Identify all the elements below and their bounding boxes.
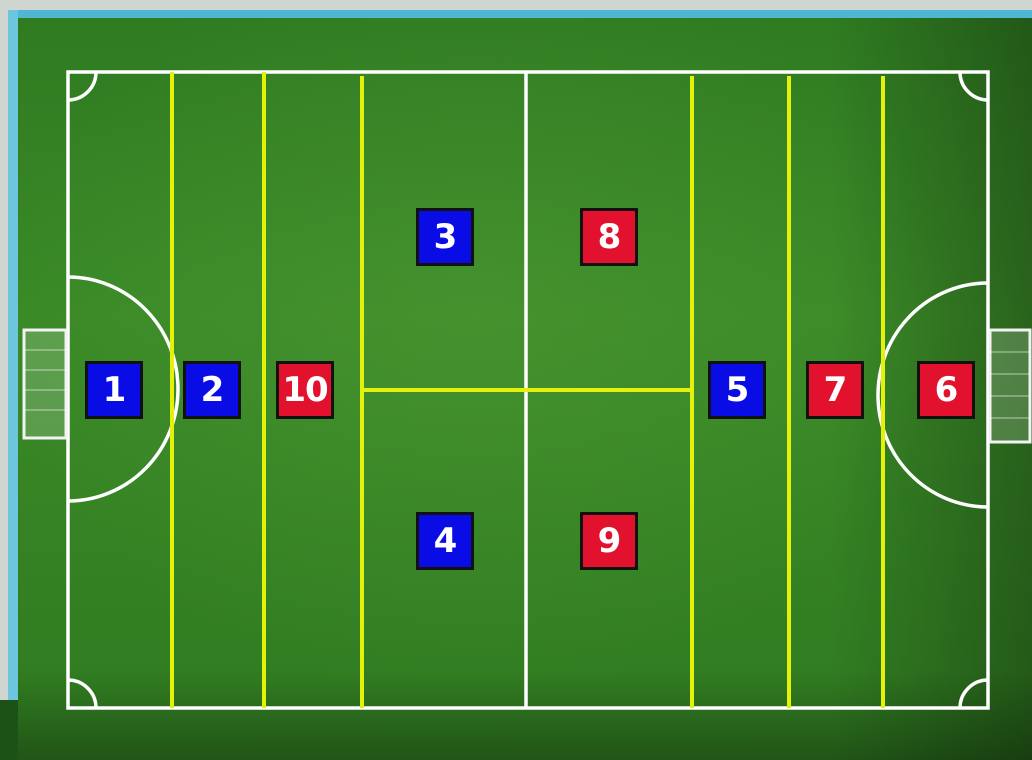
right-penalty-arc xyxy=(876,281,989,509)
left-goal xyxy=(22,328,68,440)
player-number: 3 xyxy=(433,217,458,257)
player-marker-red-8[interactable]: 8 xyxy=(580,208,638,266)
corner-arc-tr xyxy=(958,71,989,102)
player-marker-red-10[interactable]: 10 xyxy=(276,361,334,419)
stand-top xyxy=(0,0,1032,12)
left-penalty-arc xyxy=(67,275,180,503)
player-marker-red-9[interactable]: 9 xyxy=(580,512,638,570)
player-number: 4 xyxy=(433,521,458,561)
player-number: 9 xyxy=(597,521,622,561)
player-marker-red-7[interactable]: 7 xyxy=(806,361,864,419)
player-number: 2 xyxy=(200,370,225,410)
player-number: 10 xyxy=(282,370,328,410)
player-marker-blue-5[interactable]: 5 xyxy=(708,361,766,419)
player-marker-red-6[interactable]: 6 xyxy=(917,361,975,419)
corner-arc-br xyxy=(958,678,989,709)
player-number: 8 xyxy=(597,217,622,257)
player-number: 1 xyxy=(102,370,127,410)
pitch-boundary xyxy=(66,70,990,710)
player-number: 7 xyxy=(823,370,848,410)
barrier-left xyxy=(8,10,18,700)
right-goal xyxy=(988,328,1032,444)
barrier-top xyxy=(8,10,1032,18)
corner-arc-bl xyxy=(67,678,98,709)
player-number: 6 xyxy=(934,370,959,410)
player-marker-blue-2[interactable]: 2 xyxy=(183,361,241,419)
player-marker-blue-3[interactable]: 3 xyxy=(416,208,474,266)
player-number: 5 xyxy=(725,370,750,410)
corner-arc-tl xyxy=(67,71,98,102)
player-marker-blue-4[interactable]: 4 xyxy=(416,512,474,570)
player-marker-blue-1[interactable]: 1 xyxy=(85,361,143,419)
